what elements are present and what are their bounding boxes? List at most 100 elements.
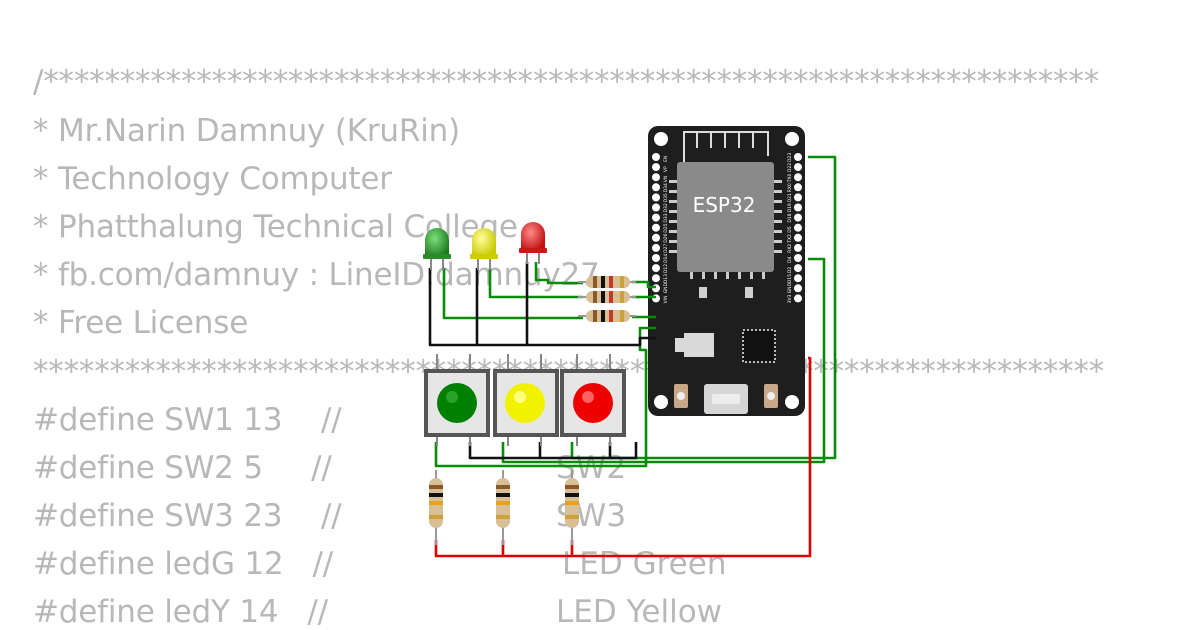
wire-gnd-buttons-3 (610, 442, 638, 460)
code-line-2: * Mr.Narin Damnuy (KruRin) (33, 113, 460, 149)
code-line-10: #define SW3 23 // (33, 498, 342, 534)
pin-right-d19[interactable] (794, 203, 802, 212)
pin-left-d34[interactable] (652, 183, 660, 192)
code-line-11: #define ledG 12 // (33, 546, 333, 582)
wire-3v3-c (434, 540, 503, 558)
pin-label-right-gnd: GND (787, 282, 793, 293)
pin-label-right-d5: D5 (787, 226, 793, 232)
pin-left-d32[interactable] (652, 203, 660, 212)
pin-label-left-d35: D35 (663, 193, 669, 202)
wire-led-yellow (488, 268, 583, 299)
pin-right-d2[interactable] (794, 264, 802, 273)
wire-3v3 (570, 356, 812, 558)
pin-label-right-d4: D4 (787, 257, 793, 263)
pin-label-right-d23: D23 (787, 153, 793, 162)
pin-right-d18[interactable] (794, 213, 802, 222)
resistor-led-green[interactable] (578, 310, 636, 322)
pin-label-right-tx0: TX0 (787, 173, 793, 183)
pin-right-d21[interactable] (794, 193, 802, 202)
pin-left-d12[interactable] (652, 264, 660, 273)
pin-right-3v3[interactable] (794, 294, 802, 303)
button-yellow-icon[interactable] (493, 354, 559, 446)
pin-left-d27[interactable] (652, 243, 660, 252)
pin-right-d5[interactable] (794, 223, 802, 232)
pin-label-left-vn: VN (663, 176, 669, 182)
pin-label-left-d12: D12 (663, 264, 669, 273)
pin-left-d33[interactable] (652, 213, 660, 222)
wire-gnd-buttons-2 (540, 442, 612, 460)
wire-d5-sw2 (501, 257, 826, 464)
resistor-sw1[interactable] (429, 470, 443, 545)
wire-led-green (442, 268, 583, 320)
pin-left-d26[interactable] (652, 233, 660, 242)
code-line-12: #define ledY 14 // (33, 594, 328, 630)
led-green-icon[interactable] (423, 228, 451, 270)
pin-right-d4[interactable] (794, 254, 802, 262)
pin-label-left-en: EN (663, 156, 669, 162)
resistor-sw2[interactable] (496, 470, 510, 545)
code-line-9: #define SW2 5 // (33, 450, 332, 486)
pin-label-right-d19: D19 (787, 203, 793, 212)
pin-label-left-d27: D27 (663, 244, 669, 253)
pin-label-right-d21: D21 (787, 193, 793, 202)
right-pin-header: D23D22TX0RX0D21D19D18D5TX2RX2D4D2D15GND3… (787, 153, 802, 303)
wire-d23-sw3 (570, 155, 837, 460)
code-line-3: * Technology Computer (33, 161, 392, 197)
pin-right-rx0[interactable] (794, 183, 802, 192)
pin-label-left-d26: D26 (663, 233, 669, 242)
wire-gnd-leds (428, 268, 656, 347)
pin-left-vn[interactable] (652, 173, 660, 182)
code-comment-led-yellow: LED Yellow (556, 594, 723, 630)
code-line-1: /***************************************… (33, 64, 1099, 100)
pin-label-left-vp: VP (663, 166, 669, 172)
pin-label-left-d13: D13 (663, 274, 669, 283)
pin-left-d14[interactable] (652, 254, 660, 262)
antenna-icon (683, 131, 769, 162)
wire-d13-sw1 (434, 326, 656, 468)
code-line-8: #define SW1 13 // (33, 402, 342, 438)
pin-label-left-gnd: GND (663, 282, 669, 293)
button-red-icon[interactable] (560, 354, 626, 446)
resistor-led-yellow[interactable] (578, 291, 636, 303)
led-red-icon[interactable] (519, 222, 547, 264)
pin-right-d15[interactable] (794, 274, 802, 283)
esp32-chip (677, 162, 774, 272)
pin-right-rx2[interactable] (794, 243, 802, 252)
led-yellow-icon[interactable] (470, 228, 498, 270)
pin-label-right-3v3: 3V3 (787, 294, 793, 303)
pin-label-right-rx2: RX2 (787, 244, 793, 253)
code-line-4: * Phatthalung Technical College (33, 209, 518, 245)
pin-label-left-vin: VIN (663, 296, 669, 304)
left-pin-header: ENVPVND34D35D32D33D25D26D27D14D12D13GNDV… (652, 153, 669, 303)
pin-left-en[interactable] (652, 153, 660, 161)
wire-gnd-buttons (468, 442, 542, 460)
resistor-led-red[interactable] (578, 276, 636, 288)
pin-left-d35[interactable] (652, 193, 660, 202)
pin-label-left-d34: D34 (663, 183, 669, 192)
pin-left-d13[interactable] (652, 274, 660, 283)
pin-right-gnd[interactable] (794, 284, 802, 293)
pin-label-left-d25: D25 (663, 223, 669, 232)
pin-left-vin[interactable] (652, 294, 660, 303)
pin-left-vp[interactable] (652, 163, 660, 172)
pin-left-d25[interactable] (652, 223, 660, 232)
pin-right-d23[interactable] (794, 153, 802, 161)
chip-label: ESP32 (693, 193, 756, 217)
button-green-icon[interactable] (424, 354, 490, 446)
wire-3v3-b (501, 540, 572, 558)
pin-label-right-rx0: RX0 (787, 183, 793, 192)
wire-led-red (534, 262, 583, 285)
pin-label-right-d18: D18 (787, 213, 793, 222)
pin-right-tx2[interactable] (794, 233, 802, 242)
resistor-sw3[interactable] (565, 470, 579, 545)
pin-label-right-d22: D22 (787, 163, 793, 172)
pin-label-left-d14: D14 (663, 254, 669, 263)
pin-right-tx0[interactable] (794, 173, 802, 182)
wire-res-d27 (632, 280, 656, 289)
pin-label-left-d32: D32 (663, 203, 669, 212)
pin-right-d22[interactable] (794, 163, 802, 172)
code-line-5: * fb.com/damnuy : LineID:damnuy27 (33, 257, 600, 293)
